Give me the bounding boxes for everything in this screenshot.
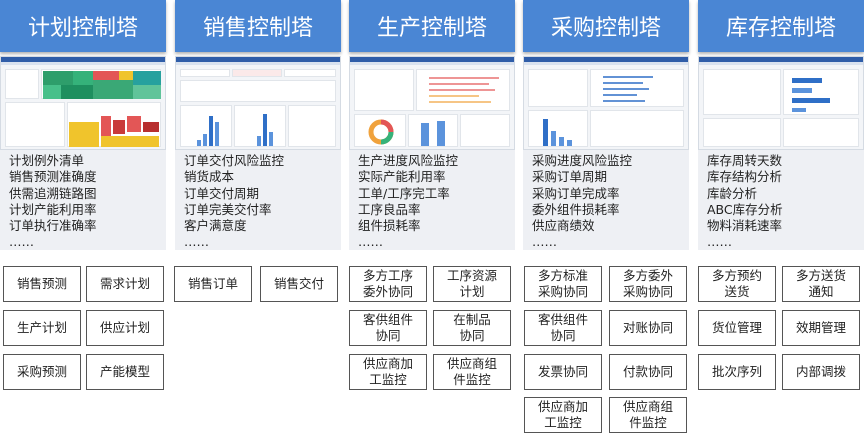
kpi-list-plan: 计划例外清单 销售预测准确度 供需追溯链路图 计划产能利用率 订单执行准确率 …… [0,150,166,250]
dashboard-screenshot-production [349,56,515,150]
kpi-item: 销售预测准确度 [9,169,97,185]
module-invoice-collab[interactable]: 发票协同 [524,354,602,390]
kpi-item: ABC库存分析 [707,201,783,217]
module-supplier-component-monitor[interactable]: 供应商组 件监控 [609,397,687,433]
column-header[interactable]: 采购控制塔 [523,0,689,52]
module-demand-plan[interactable]: 需求计划 [86,266,164,302]
kpi-item: 实际产能利用率 [358,169,446,185]
column-production: 生产控制塔 [349,0,515,52]
kpi-list-production: 生产进度风险监控 实际产能利用率 工单/工序完工率 工序良品率 组件损耗率 …… [349,150,515,250]
module-production-plan[interactable]: 生产计划 [3,310,81,346]
kpi-item: 工序良品率 [358,201,421,217]
module-multi-standard-purchase[interactable]: 多方标准 采购协同 [524,266,602,302]
module-purchase-forecast[interactable]: 采购预测 [3,354,81,390]
kpi-item: 采购订单完成率 [532,185,620,201]
module-sales-order[interactable]: 销售订单 [174,266,252,302]
dashboard-screenshot-sales [175,56,341,150]
kpi-item: 订单交付风险监控 [184,153,285,168]
module-batch-serial[interactable]: 批次序列 [698,354,776,390]
kpi-item: 库龄分析 [707,185,758,201]
module-multi-appointment-delivery[interactable]: 多方预约 送货 [698,266,776,302]
module-capacity-model[interactable]: 产能模型 [86,354,164,390]
kpi-list-sales: 订单交付风险监控 销货成本 订单交付周期 订单完美交付率 客户满意度 …… [175,150,341,250]
kpi-item: 物料消耗速率 [707,218,783,234]
kpi-item: 客户满意度 [184,218,247,234]
module-payment-collab[interactable]: 付款协同 [609,354,687,390]
column-header[interactable]: 计划控制塔 [0,0,166,52]
module-sales-forecast[interactable]: 销售预测 [3,266,81,302]
column-header[interactable]: 库存控制塔 [698,0,864,52]
module-supply-plan[interactable]: 供应计划 [86,310,164,346]
kpi-item: 供应商绩效 [532,218,595,234]
kpi-more: …… [184,234,209,250]
column-purchase: 采购控制塔 [523,0,689,52]
kpi-more: …… [532,234,557,250]
module-supplier-processing-monitor[interactable]: 供应商加 工监控 [349,354,427,390]
module-sales-delivery[interactable]: 销售交付 [260,266,338,302]
module-customer-component-collab[interactable]: 客供组件 协同 [524,310,602,346]
column-sales: 销售控制塔 [175,0,341,52]
module-internal-transfer[interactable]: 内部调拨 [782,354,860,390]
kpi-item: 组件损耗率 [358,218,421,234]
kpi-item: 供需追溯链路图 [9,185,97,201]
kpi-item: 生产进度风险监控 [358,153,459,168]
column-inventory: 库存控制塔 [698,0,864,52]
kpi-item: 销货成本 [184,169,235,185]
kpi-item: 库存结构分析 [707,169,783,185]
module-multi-process-outsourcing[interactable]: 多方工序 委外协同 [349,266,427,302]
kpi-item: 工单/工序完工率 [358,185,450,201]
module-location-management[interactable]: 货位管理 [698,310,776,346]
module-multi-outsource-purchase[interactable]: 多方委外 采购协同 [609,266,687,302]
kpi-more: …… [358,234,383,250]
kpi-item: 计划例外清单 [9,153,85,168]
module-wip-collab[interactable]: 在制品 协同 [433,310,511,346]
column-header[interactable]: 销售控制塔 [175,0,341,52]
kpi-item: 采购订单周期 [532,169,608,185]
kpi-more: …… [9,234,34,250]
kpi-item: 库存周转天数 [707,153,783,168]
column-header[interactable]: 生产控制塔 [349,0,515,52]
kpi-item: 订单执行准确率 [9,218,97,234]
dashboard-screenshot-purchase [523,56,689,150]
kpi-more: …… [707,234,732,250]
module-expiry-management[interactable]: 效期管理 [782,310,860,346]
kpi-item: 委外组件损耗率 [532,201,620,217]
kpi-item: 计划产能利用率 [9,201,97,217]
module-customer-component-collab[interactable]: 客供组件 协同 [349,310,427,346]
dashboard-screenshot-plan [0,56,166,150]
module-reconciliation-collab[interactable]: 对账协同 [609,310,687,346]
dashboard-screenshot-inventory [698,56,864,150]
kpi-list-inventory: 库存周转天数 库存结构分析 库龄分析 ABC库存分析 物料消耗速率 …… [698,150,864,250]
module-supplier-component-monitor[interactable]: 供应商组 件监控 [433,354,511,390]
module-multi-delivery-notice[interactable]: 多方送货 通知 [782,266,860,302]
kpi-item: 订单交付周期 [184,185,260,201]
module-supplier-processing-monitor[interactable]: 供应商加 工监控 [524,397,602,433]
kpi-item: 采购进度风险监控 [532,153,633,168]
module-process-resource-plan[interactable]: 工序资源 计划 [433,266,511,302]
column-plan: 计划控制塔 [0,0,166,52]
kpi-list-purchase: 采购进度风险监控 采购订单周期 采购订单完成率 委外组件损耗率 供应商绩效 …… [523,150,689,250]
kpi-item: 订单完美交付率 [184,201,272,217]
